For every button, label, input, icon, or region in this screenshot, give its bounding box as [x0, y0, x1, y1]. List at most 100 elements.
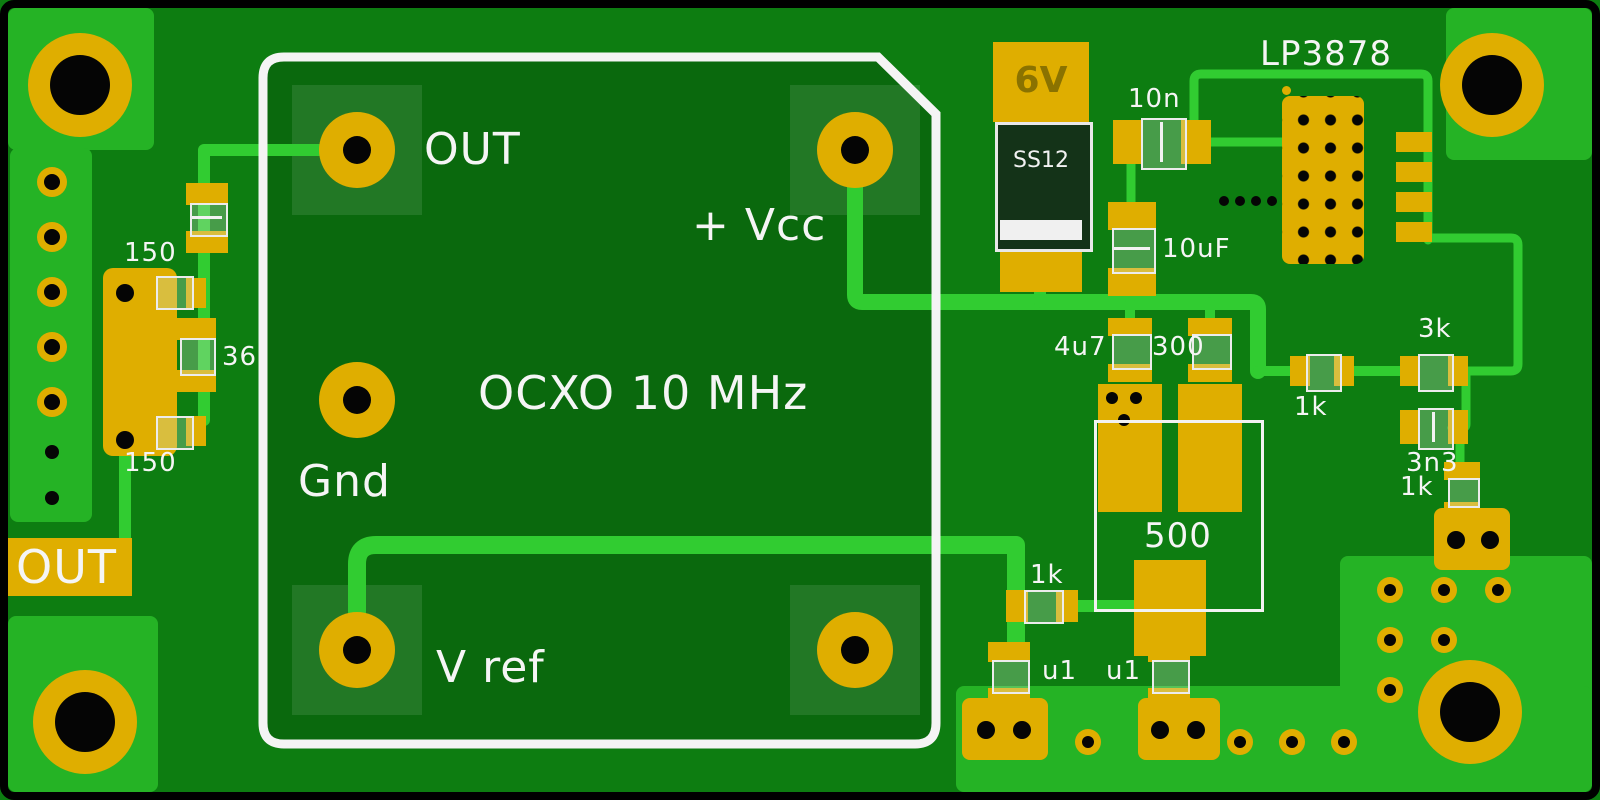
left-connector-hole: [116, 284, 134, 302]
res-1k-right-pad: [1444, 462, 1480, 480]
mount-hole-top-right: [1462, 55, 1522, 115]
regulator-pin1-mark: [1282, 86, 1291, 95]
module-title: OCXO 10 MHz: [478, 366, 809, 420]
module-out-label: OUT: [424, 124, 521, 175]
via-hole: [44, 174, 60, 190]
res-3k-body: [1418, 354, 1454, 392]
regulator-footprint: [1282, 96, 1364, 264]
res-1k-mid-pad: [1334, 356, 1354, 386]
cap-u1-right-pad: [1148, 642, 1190, 662]
resistor-150-top-label: 150: [124, 238, 177, 268]
diode-pad-anode: [993, 42, 1089, 122]
via-hole: [44, 339, 60, 355]
right-connector-hole: [1447, 531, 1465, 549]
regulator-label: LP3878: [1260, 34, 1392, 74]
via-row-dot: [1251, 196, 1261, 206]
trace-regulator-loop: [1189, 69, 1433, 245]
cap-u1-left-pad: [988, 642, 1030, 662]
diode-part-label: SS12: [1013, 148, 1069, 173]
res-3k-label: 3k: [1418, 314, 1452, 344]
res-1k-mid-label: 1k: [1294, 392, 1328, 422]
pot-value-label: 500: [1144, 516, 1212, 556]
regulator-pin-pad: [1396, 132, 1432, 152]
resistor-150-bottom-pad: [186, 416, 206, 446]
diode-pad-cathode: [1000, 246, 1082, 292]
pot-pad-left: [1098, 384, 1162, 512]
via-hole: [1234, 736, 1246, 748]
res-1k-right-body: [1448, 478, 1480, 508]
cap-left-body: [190, 203, 228, 237]
via-row-dot: [1219, 196, 1229, 206]
via-row-dot: [1267, 196, 1277, 206]
mount-hole-bottom-left: [55, 692, 115, 752]
res-1k-bottom-body: [1024, 590, 1064, 624]
ocxo-pad-nc-hole: [841, 636, 869, 664]
module-vref-label: V ref: [436, 642, 545, 693]
bottom-connector-hole: [1013, 721, 1031, 739]
resistor-36-body: [180, 338, 216, 376]
diode-voltage-label: 6V: [1014, 60, 1068, 101]
via-hole: [1438, 584, 1450, 596]
pot-silkscreen-box: [1094, 420, 1264, 612]
regulator-pin-pad: [1396, 162, 1432, 182]
regulator-pin-pad: [1396, 192, 1432, 212]
module-interior: [263, 57, 936, 744]
resistor-150-bottom-pad: [140, 416, 160, 446]
cap-left-pad: [186, 183, 228, 205]
res-3k-pad: [1400, 356, 1420, 386]
via-hole: [1384, 584, 1396, 596]
module-silkscreen-outline: [258, 52, 941, 749]
trace-feedback: [1423, 233, 1523, 376]
cap-u1-left-label: u1: [1042, 656, 1078, 686]
module-vcc-label: + Vcc: [692, 200, 827, 251]
cap-10uf-label: 10uF: [1162, 234, 1231, 264]
via-hole: [44, 394, 60, 410]
resistor-150-bottom-body: [156, 416, 194, 450]
cap-3n3-label: 3n3: [1406, 448, 1459, 478]
pot-pad-right: [1178, 384, 1242, 512]
res-300-pad: [1188, 318, 1232, 336]
resistor-36-pad: [176, 318, 216, 340]
resistor-150-top-pad: [186, 278, 206, 308]
pot-wiper-pad: [1134, 560, 1206, 656]
module-gnd-label: Gnd: [298, 456, 391, 507]
trace-vref: [348, 536, 1025, 659]
res-1k-mid-body: [1306, 354, 1342, 392]
res-300-body: [1192, 334, 1232, 370]
bottom-connector-hole: [977, 721, 995, 739]
drill-dot: [45, 445, 59, 459]
bottom-connector-hole: [1187, 721, 1205, 739]
resistor-150-top-body: [156, 276, 194, 310]
resistor-150-bottom-label: 150: [124, 448, 177, 478]
drill-dot: [45, 491, 59, 505]
cap-u1-right-body: [1152, 660, 1190, 694]
out-edge-pad: [8, 538, 132, 596]
cap-10n-mark: [1160, 122, 1163, 162]
cap-10n-body: [1141, 118, 1187, 170]
ocxo-pad-gnd-hole: [343, 386, 371, 414]
cap-10uf-body: [1112, 228, 1156, 274]
res-1k-right-label: 1k: [1400, 472, 1434, 502]
cap-left-mark: [192, 216, 222, 219]
resistor-150-top-pad: [140, 278, 160, 308]
cap-3n3-pad: [1400, 410, 1420, 444]
bottom-connector-left: [962, 698, 1048, 760]
cap-10n-label: 10n: [1128, 84, 1181, 114]
mount-hole-top-left: [50, 55, 110, 115]
cap-10n-pad: [1113, 120, 1143, 164]
cap-u1-left-body: [992, 660, 1030, 694]
cap-u1-right-label: u1: [1106, 656, 1142, 686]
res-1k-bottom-label: 1k: [1030, 560, 1064, 590]
res-1k-mid-pad: [1290, 356, 1310, 386]
cap-10uf-pad: [1108, 202, 1156, 230]
right-connector-hole: [1481, 531, 1499, 549]
via-row-dot: [1235, 196, 1245, 206]
via-hole: [1384, 684, 1396, 696]
diode-cathode-stripe: [1000, 220, 1082, 240]
via-hole: [44, 229, 60, 245]
cap-4u7-label: 4u7: [1054, 332, 1107, 362]
left-connector-hole: [116, 431, 134, 449]
res-1k-bottom-pad: [1006, 590, 1028, 622]
bottom-connector-hole: [1151, 721, 1169, 739]
